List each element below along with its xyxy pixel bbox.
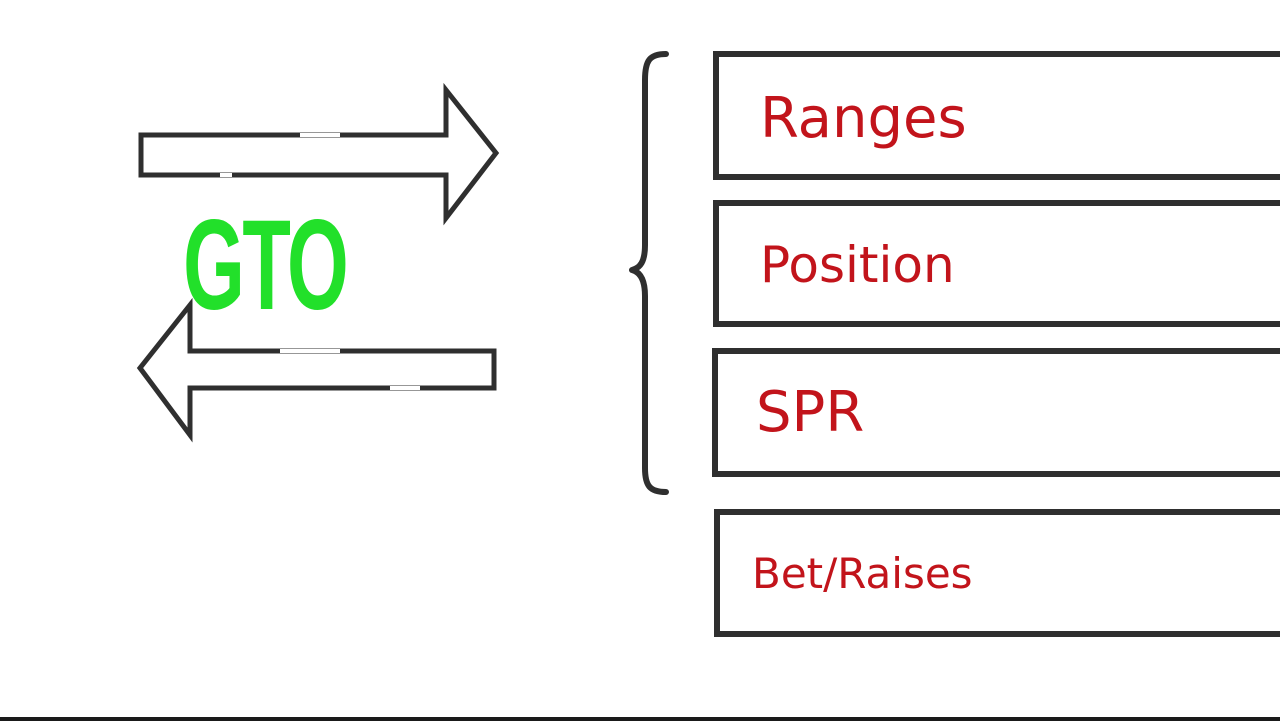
bottom-border bbox=[0, 717, 1280, 721]
factor-box-position bbox=[713, 200, 1280, 327]
gto-label: GTO bbox=[183, 194, 349, 337]
factor-label-spr: SPR bbox=[756, 380, 865, 445]
curly-brace bbox=[629, 51, 669, 495]
right-arrow-icon bbox=[138, 82, 500, 226]
factor-label-ranges: Ranges bbox=[760, 86, 967, 151]
factor-label-bet-raises: Bet/Raises bbox=[752, 549, 973, 598]
factor-label-position: Position bbox=[760, 236, 955, 294]
left-arrow-icon bbox=[136, 297, 497, 443]
factor-box-ranges bbox=[713, 51, 1280, 180]
factor-box-spr bbox=[712, 348, 1280, 477]
factor-box-bet-raises bbox=[714, 509, 1280, 637]
